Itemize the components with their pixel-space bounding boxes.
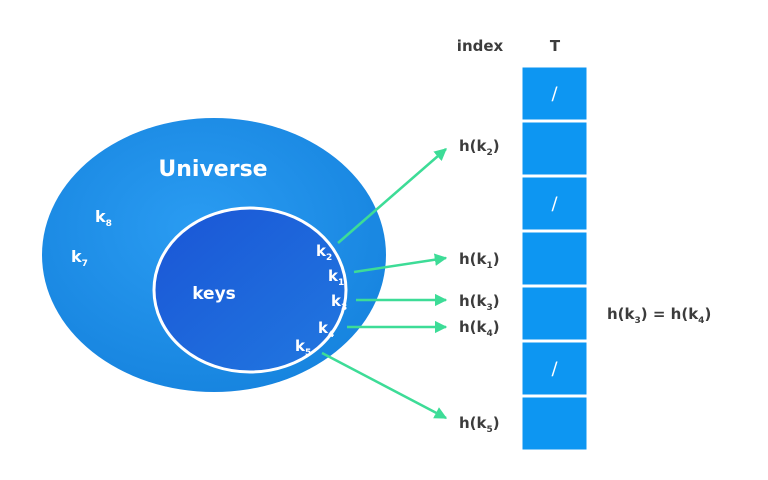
table-slot-5-value: / xyxy=(551,359,558,380)
table-slot-0-value: / xyxy=(551,84,558,105)
hash-label-k4: h(k4) xyxy=(459,318,500,339)
arrow-k5 xyxy=(321,351,448,420)
key-k3: k3 xyxy=(331,292,347,313)
universe-label: Universe xyxy=(158,157,267,182)
table-slot-2 xyxy=(519,174,590,233)
arrow-k2 xyxy=(337,148,447,244)
collision-note: h(k3) = h(k4) xyxy=(607,305,711,326)
keys-label: keys xyxy=(192,284,236,304)
hash-label-k5: h(k5) xyxy=(459,414,500,435)
key-k2: k2 xyxy=(316,242,332,263)
key-k1: k1 xyxy=(328,267,344,288)
hash-table: / / / xyxy=(519,64,590,453)
hash-label-k1: h(k1) xyxy=(459,250,500,271)
key-k5: k5 xyxy=(295,337,311,358)
arrow-k1 xyxy=(353,253,448,274)
table-header: T xyxy=(550,37,561,55)
keys-set xyxy=(152,206,348,374)
table-slot-2-value: / xyxy=(551,194,558,215)
table-slot-3 xyxy=(519,229,590,288)
universe-key-k7: k7 xyxy=(71,247,88,269)
universe-key-k8: k8 xyxy=(95,207,112,229)
hash-label-k2: h(k2) xyxy=(459,137,500,158)
table-slot-1 xyxy=(519,119,590,178)
key-k4: k4 xyxy=(318,319,334,340)
table-slot-6 xyxy=(519,394,590,453)
hash-label-k3: h(k3) xyxy=(459,292,500,313)
table-slot-4 xyxy=(519,284,590,343)
table-slot-0 xyxy=(519,64,590,123)
index-header: index xyxy=(457,37,504,55)
